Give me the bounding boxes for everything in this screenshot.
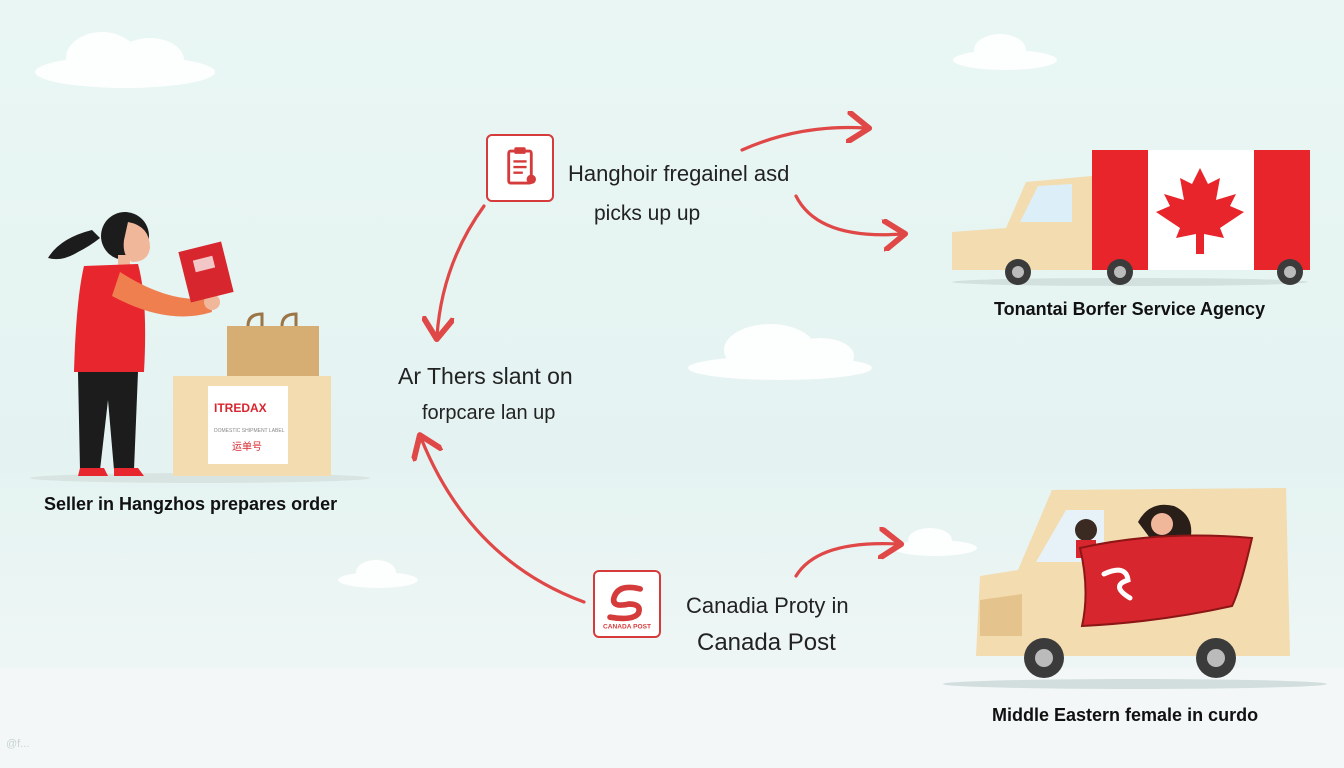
- box-label-number: 运单号: [232, 441, 262, 453]
- watermark: @f...: [6, 738, 30, 750]
- cloud-top-left: [35, 32, 215, 88]
- van-swoosh-logo-icon: [1101, 567, 1133, 601]
- flag-band-left: [1092, 150, 1148, 270]
- pickup-step-line2: picks up up: [594, 202, 701, 225]
- arrow-down-left: [437, 204, 486, 336]
- cloud-lower-left: [338, 560, 418, 588]
- clouds: [35, 32, 1057, 588]
- post-step-line2: Canada Post: [697, 629, 836, 656]
- cloud-lower-right: [893, 528, 977, 556]
- post-logo-text: CANADA POST: [603, 623, 651, 630]
- arrow-to-truck: [794, 194, 902, 235]
- maple-leaf-icon: [1156, 168, 1244, 254]
- delivery-van: [943, 488, 1327, 689]
- cbsa-truck: [952, 150, 1310, 286]
- arrow-to-van: [794, 544, 898, 578]
- cloud-top-right: [953, 34, 1057, 70]
- parcels: ITREDAX DOMESTIC SHIPMENT LABEL 运单号: [173, 312, 331, 476]
- canada-post-logo-icon: CANADA POST: [593, 570, 661, 638]
- arrow-top-right: [740, 127, 866, 152]
- flag-band-right: [1254, 150, 1310, 270]
- box-label-title: ITREDAX: [214, 401, 267, 415]
- van-caption: Middle Eastern female in curdo: [992, 705, 1259, 725]
- clipboard-icon: [486, 134, 554, 202]
- middle-step-line1: Ar Thers slant on: [398, 363, 573, 389]
- box-label-subtitle: DOMESTIC SHIPMENT LABEL: [214, 428, 285, 434]
- flow-arrows: [421, 127, 902, 604]
- driver-head: [1075, 519, 1097, 541]
- arrow-up-left: [421, 438, 586, 604]
- post-step-line1: Canadia Proty in: [686, 593, 849, 618]
- seller-caption: Seller in Hangzhos prepares order: [44, 494, 338, 514]
- pickup-step-line1: Hanghoir fregainel asd: [568, 161, 790, 186]
- middle-step-line2: forpcare lan up: [422, 402, 556, 424]
- cloud-middle: [688, 324, 872, 380]
- cbsa-caption: Tonantai Borfer Service Agency: [994, 299, 1266, 319]
